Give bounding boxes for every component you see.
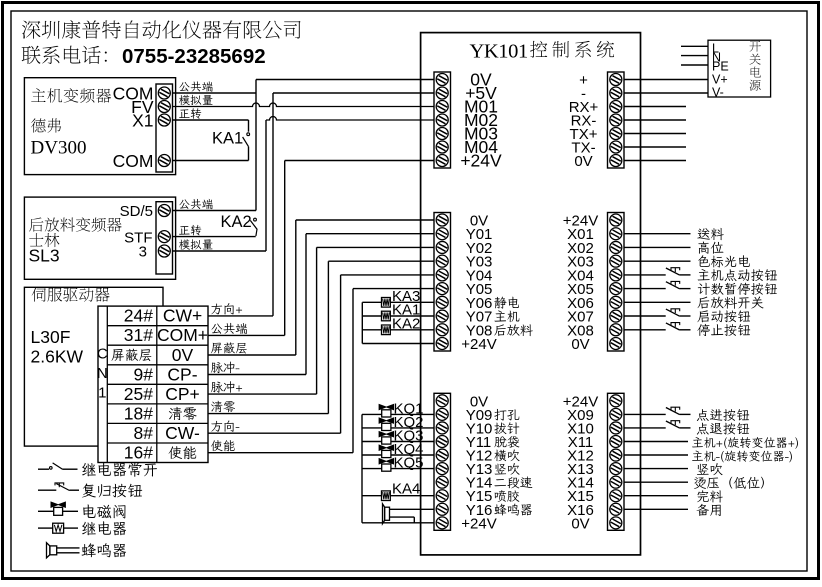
svg-text:X1: X1 — [132, 111, 153, 131]
svg-text:31#: 31# — [124, 325, 153, 345]
svg-text:0V: 0V — [571, 336, 589, 353]
svg-text:C: C — [97, 346, 108, 363]
svg-text:COM+: COM+ — [157, 325, 208, 345]
svg-text:X16: X16 — [567, 502, 594, 519]
svg-text:Y01: Y01 — [466, 226, 493, 243]
svg-text:X09: X09 — [567, 407, 594, 424]
svg-text:Y13: Y13 — [466, 461, 493, 478]
svg-text:X01: X01 — [567, 226, 594, 243]
svg-text:M03: M03 — [464, 124, 498, 144]
svg-text:+5V: +5V — [465, 83, 497, 103]
svg-text:1: 1 — [98, 385, 106, 402]
svg-text:+24V: +24V — [460, 151, 502, 171]
svg-text:0V: 0V — [574, 153, 592, 170]
svg-text:KQ4: KQ4 — [394, 441, 424, 458]
svg-text:DV300: DV300 — [31, 138, 87, 159]
svg-text:-: - — [581, 86, 586, 103]
svg-text:KQ3: KQ3 — [394, 428, 424, 445]
svg-text:X12: X12 — [567, 448, 594, 465]
svg-text:X02: X02 — [567, 240, 594, 257]
svg-text:CW-: CW- — [165, 423, 200, 443]
svg-text:PE: PE — [712, 60, 729, 74]
svg-text:KA2: KA2 — [221, 213, 252, 231]
svg-text:3: 3 — [139, 244, 147, 261]
svg-text:KQ5: KQ5 — [394, 455, 424, 472]
svg-text:0755-23285692: 0755-23285692 — [122, 45, 266, 68]
svg-text:KQ2: KQ2 — [394, 414, 424, 431]
svg-text:KA1: KA1 — [212, 130, 243, 148]
svg-text:YK101: YK101 — [470, 40, 529, 62]
svg-text:Y07: Y07 — [466, 309, 493, 326]
svg-text:V+: V+ — [712, 73, 728, 87]
svg-text:Y16: Y16 — [466, 502, 493, 519]
svg-text:SL3: SL3 — [29, 246, 60, 266]
svg-text:TX-: TX- — [571, 140, 595, 157]
svg-text:Y11: Y11 — [466, 434, 492, 451]
svg-text:FV: FV — [131, 97, 154, 117]
svg-text:9#: 9# — [134, 364, 154, 384]
svg-text:0V: 0V — [470, 213, 488, 230]
svg-text:24#: 24# — [124, 306, 153, 326]
svg-text:KA4: KA4 — [392, 481, 420, 498]
svg-text:Y14: Y14 — [466, 475, 493, 492]
svg-text:M04: M04 — [464, 137, 498, 157]
svg-text:Y08: Y08 — [466, 322, 493, 339]
svg-text:18#: 18# — [124, 403, 153, 423]
svg-text:X06: X06 — [567, 295, 594, 312]
svg-text:+24V: +24V — [461, 336, 496, 353]
svg-text:X05: X05 — [567, 281, 594, 298]
svg-text:X07: X07 — [567, 309, 594, 326]
svg-text:Y02: Y02 — [466, 240, 493, 257]
svg-text:COM: COM — [113, 84, 154, 104]
svg-text:25#: 25# — [124, 384, 153, 404]
svg-text:0V: 0V — [470, 70, 492, 90]
svg-text:0V: 0V — [571, 515, 589, 532]
svg-text:STF: STF — [124, 230, 152, 247]
svg-text:Y06: Y06 — [466, 295, 493, 312]
svg-text:+24V: +24V — [563, 213, 598, 230]
svg-text:RX+: RX+ — [569, 99, 599, 116]
svg-text:0V: 0V — [172, 345, 194, 365]
svg-text:+24V: +24V — [563, 393, 598, 410]
svg-text:CW+: CW+ — [163, 306, 202, 326]
svg-text:SD/5: SD/5 — [120, 203, 153, 220]
svg-text:V-: V- — [712, 85, 724, 99]
svg-text:Y04: Y04 — [466, 267, 493, 284]
svg-text:Y12: Y12 — [466, 448, 493, 465]
svg-text:Y15: Y15 — [466, 488, 493, 505]
svg-text:0V: 0V — [470, 393, 488, 410]
svg-text:N: N — [712, 51, 721, 65]
svg-text:KA1: KA1 — [392, 302, 420, 319]
svg-text:KQ1: KQ1 — [394, 400, 424, 417]
svg-text:L30F: L30F — [31, 327, 71, 347]
svg-text:X13: X13 — [567, 461, 594, 478]
svg-text:X11: X11 — [568, 434, 594, 451]
svg-text:CP+: CP+ — [165, 384, 200, 404]
svg-text:X10: X10 — [567, 420, 594, 437]
svg-text:COM: COM — [113, 151, 154, 171]
svg-text:X08: X08 — [567, 322, 594, 339]
svg-text:2.6KW: 2.6KW — [31, 347, 84, 367]
svg-text:M02: M02 — [464, 110, 498, 130]
svg-text:L: L — [712, 41, 719, 55]
svg-text:+24V: +24V — [461, 515, 496, 532]
svg-text:M01: M01 — [464, 97, 498, 117]
svg-text:KA2: KA2 — [392, 315, 420, 332]
svg-text:8#: 8# — [134, 423, 154, 443]
svg-text:KA3: KA3 — [392, 288, 420, 305]
svg-text:CP-: CP- — [167, 364, 197, 384]
svg-text:Y05: Y05 — [466, 281, 493, 298]
svg-text:Y09: Y09 — [466, 407, 493, 424]
svg-text:X14: X14 — [567, 475, 594, 492]
svg-text:RX-: RX- — [571, 113, 597, 130]
svg-text:N: N — [97, 365, 108, 382]
svg-text:X03: X03 — [567, 254, 594, 271]
svg-text:Y03: Y03 — [466, 254, 493, 271]
svg-text:TX+: TX+ — [570, 126, 598, 143]
svg-text:X04: X04 — [567, 267, 594, 284]
svg-text:16#: 16# — [124, 443, 153, 463]
svg-text:Y10: Y10 — [466, 420, 493, 437]
svg-text:+: + — [579, 72, 588, 89]
svg-text:X15: X15 — [567, 488, 594, 505]
